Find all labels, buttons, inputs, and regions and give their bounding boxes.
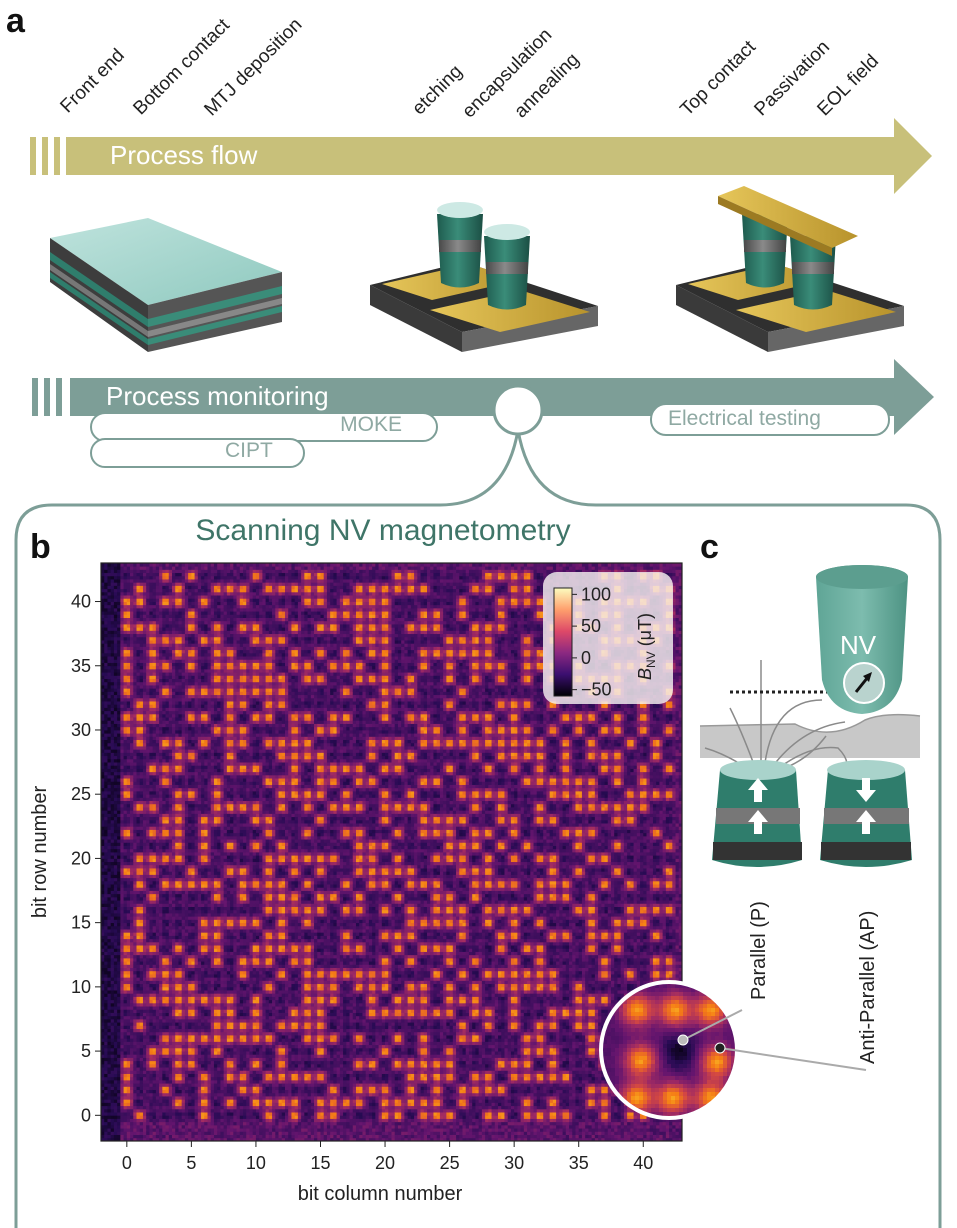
panel-letter-c: c [700, 528, 719, 567]
heatmap-cells [101, 563, 683, 1142]
electrical-testing-label: Electrical testing [668, 407, 821, 431]
y-tick-label: 10 [71, 977, 91, 997]
y-tick-label: 20 [71, 848, 91, 868]
panel-letter-b: b [30, 528, 51, 567]
process-flow-arrow [30, 118, 932, 194]
nv-label: NV [840, 630, 876, 661]
etched-pillars [370, 202, 598, 352]
x-tick-label: 25 [440, 1153, 460, 1173]
panel-letter-a: a [6, 2, 25, 41]
x-tick-label: 0 [122, 1153, 132, 1173]
x-axis: 0 5 10 15 20 25 30 35 40 [122, 1141, 653, 1173]
process-flow-label: Process flow [110, 140, 257, 171]
nv-insertion-marker [492, 384, 544, 436]
moke-label: MOKE [340, 413, 402, 437]
cipt-label: CIPT [225, 439, 273, 463]
pillar-parallel [712, 760, 802, 867]
mtj-stack-block [50, 218, 282, 352]
parallel-label: Parallel (P) [748, 901, 771, 1000]
x-tick-label: 5 [186, 1153, 196, 1173]
x-tick-label: 35 [569, 1153, 589, 1173]
pillar-anti-parallel [820, 760, 912, 867]
plot-frame [100, 562, 683, 1142]
cipt-pill: CIPT [90, 438, 305, 468]
y-tick-label: 25 [71, 784, 91, 804]
x-tick-label: 10 [246, 1153, 266, 1173]
process-monitoring-label: Process monitoring [106, 381, 329, 412]
electrical-testing-pill: Electrical testing [650, 403, 890, 436]
anti-parallel-label: Anti-Parallel (AP) [857, 911, 880, 1064]
x-tick-label: 40 [633, 1153, 653, 1173]
moke-pill: MOKE [90, 412, 438, 442]
contacted-pillars [676, 186, 904, 352]
section-title: Scanning NV magnetometry [0, 514, 766, 548]
y-tick-label: 5 [81, 1041, 91, 1061]
y-tick-label: 0 [81, 1105, 91, 1125]
x-tick-label: 15 [310, 1153, 330, 1173]
x-tick-label: 20 [375, 1153, 395, 1173]
x-tick-label: 30 [504, 1153, 524, 1173]
y-tick-label: 15 [71, 913, 91, 933]
